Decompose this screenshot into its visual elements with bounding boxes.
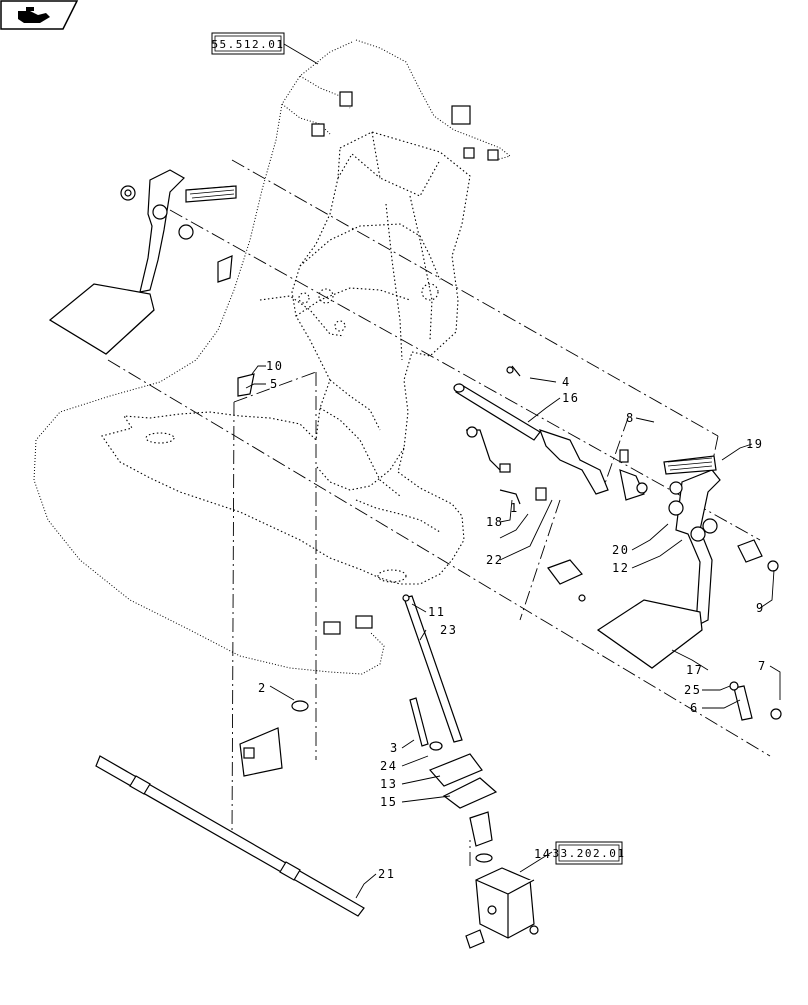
callout-24[interactable]: 24 (380, 759, 397, 773)
callout-14[interactable]: 14 (534, 847, 551, 861)
left-pedal-assembly (48, 169, 237, 355)
callout-12[interactable]: 12 (612, 561, 629, 575)
reference-55-512-01[interactable]: 55.512.01 (211, 32, 285, 55)
callout-5[interactable]: 5 (270, 377, 279, 391)
right-pedal-assembly (596, 455, 782, 721)
callout-17[interactable]: 17 (686, 663, 703, 677)
callout-labels: 1 2 3 4 5 6 7 8 9 10 11 12 13 14 15 16 1… (258, 359, 767, 881)
callout-19[interactable]: 19 (746, 437, 763, 451)
callout-20[interactable]: 20 (612, 543, 629, 557)
cross-shaft-assembly (237, 365, 648, 602)
callout-8[interactable]: 8 (626, 411, 635, 425)
callout-21[interactable]: 21 (378, 867, 395, 881)
callout-3[interactable]: 3 (390, 741, 399, 755)
callout-6[interactable]: 6 (690, 701, 699, 715)
callout-25[interactable]: 25 (684, 683, 701, 697)
callout-9[interactable]: 9 (756, 601, 765, 615)
callout-23[interactable]: 23 (440, 623, 457, 637)
callout-4[interactable]: 4 (562, 375, 571, 389)
callout-22[interactable]: 22 (486, 553, 503, 567)
reference-33-202-01[interactable]: 33.202.01 (552, 841, 625, 865)
catalog-navigation-icon[interactable] (0, 0, 79, 30)
callout-15[interactable]: 15 (380, 795, 397, 809)
reference-label: 33.202.01 (552, 847, 625, 860)
rod-21 (95, 755, 365, 917)
cab-frame-phantom (101, 131, 471, 585)
callout-18[interactable]: 18 (486, 515, 503, 529)
leader-lines (245, 365, 781, 899)
reference-label: 55.512.01 (211, 38, 284, 51)
callout-10[interactable]: 10 (266, 359, 283, 373)
callout-13[interactable]: 13 (380, 777, 397, 791)
callout-1[interactable]: 1 (510, 501, 519, 515)
valve-assembly (239, 594, 539, 949)
callout-7[interactable]: 7 (758, 659, 767, 673)
wire-harness (33, 39, 512, 675)
callout-11[interactable]: 11 (428, 605, 445, 619)
callout-16[interactable]: 16 (562, 391, 579, 405)
callout-2[interactable]: 2 (258, 681, 267, 695)
